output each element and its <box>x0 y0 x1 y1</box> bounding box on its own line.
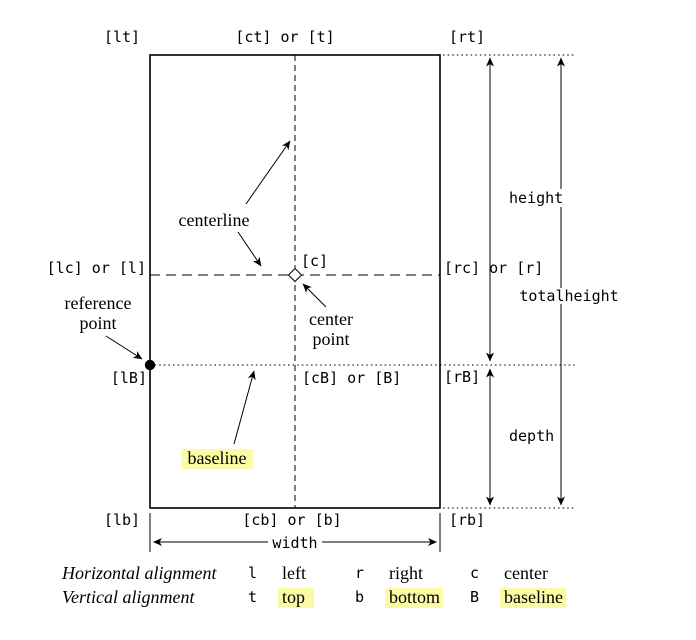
width-label: width <box>272 534 317 552</box>
legend-label-right: right <box>389 563 423 583</box>
anchor-label-lB: [lB] <box>111 369 147 387</box>
legend: Horizontal alignment l left r right c ce… <box>61 563 566 608</box>
anchor-label-lc: [lc] or [l] <box>47 259 146 277</box>
height-label: height <box>509 189 563 207</box>
baseline-label: baseline <box>188 448 247 468</box>
anchor-label-cB: [cB] or [B] <box>302 369 401 387</box>
depth-label: depth <box>509 427 554 445</box>
center-point-diamond <box>287 267 303 283</box>
reference-point-label-line2: point <box>79 313 116 333</box>
anchor-label-cb: [cb] or [b] <box>242 511 341 529</box>
callout-arrows-group <box>105 140 327 445</box>
legend-label-left: left <box>282 563 306 583</box>
dimension-labels-group: height depth totalheight width <box>268 189 624 552</box>
anchor-label-rb: [rb] <box>449 511 485 529</box>
centerline-arrow-vertical <box>245 140 291 205</box>
reference-point-dot <box>144 359 156 371</box>
baseline-arrow <box>233 370 256 445</box>
anchor-label-lb: [lb] <box>104 511 140 529</box>
height-label-bg <box>505 189 563 207</box>
totalheight-label-bg <box>514 288 624 304</box>
anchor-labels-group: [lt] [ct] or [t] [rt] [lc] or [l] [c] [r… <box>47 28 544 529</box>
legend-key-b: b <box>355 588 364 606</box>
center-point-arrow <box>302 283 327 308</box>
centerline-arrow-horizontal <box>237 231 262 267</box>
legend-key-t: t <box>248 588 257 606</box>
center-point-label-line2: point <box>312 329 349 349</box>
legend-row2-title: Vertical alignment <box>62 587 195 607</box>
legend-key-B: B <box>470 588 479 606</box>
legend-row1-title: Horizontal alignment <box>61 563 218 583</box>
baseline-label-highlight <box>181 449 253 469</box>
legend-key-c: c <box>470 564 479 582</box>
anchor-label-c: [c] <box>301 252 328 270</box>
legend-highlight-top <box>278 588 314 608</box>
reference-point-arrow <box>105 335 143 360</box>
reference-point-label-line1: reference <box>65 293 132 313</box>
width-label-bg <box>268 534 322 550</box>
legend-highlight-bottom <box>385 588 443 608</box>
legend-key-r: r <box>355 564 364 582</box>
anchor-label-lt: [lt] <box>104 28 140 46</box>
legend-key-l: l <box>248 564 257 582</box>
legend-label-center: center <box>504 563 548 583</box>
anchor-label-rt: [rt] <box>449 28 485 46</box>
totalheight-label: totalheight <box>519 287 618 305</box>
callout-labels-group: centerline reference point center point … <box>65 210 353 469</box>
centerline-label: centerline <box>179 210 250 230</box>
legend-highlight-baseline <box>500 588 566 608</box>
anchor-label-ct: [ct] or [t] <box>235 28 334 46</box>
depth-label-bg <box>505 427 555 445</box>
legend-label-top: top <box>282 587 305 607</box>
legend-label-baseline: baseline <box>504 587 563 607</box>
legend-label-bottom: bottom <box>389 587 440 607</box>
center-point-label-line1: center <box>309 309 353 329</box>
anchor-label-rB: [rB] <box>444 368 480 386</box>
dimension-arrows-group <box>149 57 565 552</box>
anchor-label-rc: [rc] or [r] <box>444 259 543 277</box>
